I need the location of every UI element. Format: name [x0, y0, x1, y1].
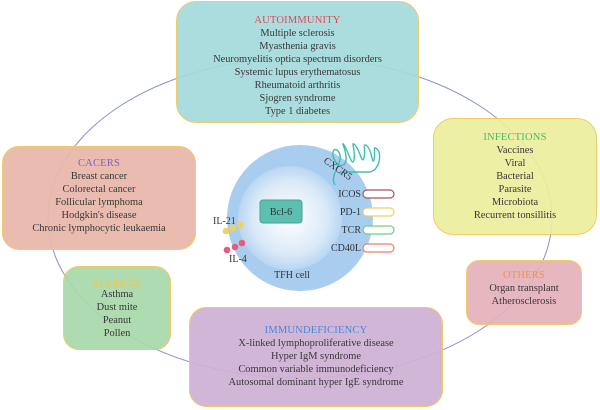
list-item: Hodgkin's disease — [61, 210, 137, 221]
il21-dot — [222, 227, 230, 235]
tcr-receptor-icon — [362, 225, 395, 235]
list-item: Atherosclerosis — [491, 296, 557, 307]
cd40l-label: CD40L — [331, 243, 361, 254]
list-item: Colorectal cancer — [62, 184, 136, 195]
list-item: Follicular lymphoma — [55, 197, 143, 208]
list-item: Rheumatoid arthritis — [254, 80, 341, 91]
list-item: Asthma — [100, 289, 134, 300]
list-item: Neuromyelitis optica spectrum disorders — [213, 54, 382, 65]
pd1-label: PD-1 — [340, 207, 361, 218]
list-item: Bacterial — [496, 171, 534, 182]
bcl6-box — [259, 199, 303, 224]
il4-dot — [223, 246, 231, 254]
cell-name-label: TFH cell — [274, 270, 310, 281]
list-item: Parasite — [498, 184, 532, 195]
cd40l-receptor-icon — [362, 243, 395, 253]
il4-label: IL-4 — [229, 254, 247, 265]
il21-dot — [229, 224, 237, 232]
pd1-receptor-icon — [362, 207, 395, 217]
cancers-title: CACERS — [77, 158, 121, 169]
list-item: Autosomal dominant hyper IgE syndrome — [228, 377, 404, 388]
others-title: OTHERS — [502, 270, 546, 281]
il4-dot — [238, 239, 246, 247]
immunodeficiency-box: IMMUNDEFICIENCY X-linked lymphoprolifera… — [189, 307, 443, 407]
il21-dot — [236, 221, 244, 229]
list-item: Pollen — [103, 328, 131, 339]
list-item: Viral — [504, 158, 526, 169]
list-item: Breast cancer — [70, 171, 128, 182]
list-item: Vaccines — [496, 145, 534, 156]
list-item: Hyper IgM syndrome — [270, 351, 362, 362]
list-item: Peanut — [102, 315, 132, 326]
icos-receptor-icon — [362, 189, 395, 199]
list-item: Type 1 diabetes — [264, 106, 331, 117]
list-item: Recurrent tonsillitis — [473, 210, 557, 221]
tcr-label: TCR — [342, 225, 362, 236]
list-item: Multiple sclerosis — [260, 28, 335, 39]
allergy-title: ALLERGY — [91, 279, 143, 290]
list-item: Common variable immunodeficiency — [238, 364, 394, 375]
il4-dot — [231, 243, 239, 251]
il21-label: IL-21 — [213, 216, 236, 227]
list-item: Sjogren syndrome — [259, 93, 336, 104]
list-item: Microbiota — [491, 197, 539, 208]
list-item: Dust mite — [96, 302, 138, 313]
list-item: Systemic lupus erythematosus — [234, 67, 361, 78]
autoimmunity-title: AUTOIMMUNITY — [254, 15, 341, 26]
cxcr5-receptor-icon — [332, 143, 381, 186]
list-item: X-linked lymphoproliferative disease — [238, 338, 394, 349]
icos-label: ICOS — [338, 189, 361, 200]
list-item: Chronic lymphocytic leukaemia — [32, 223, 166, 234]
infections-title: INFECTIONS — [483, 132, 547, 143]
immunodeficiency-title: IMMUNDEFICIENCY — [264, 325, 368, 336]
list-item: Organ transplant — [489, 283, 559, 294]
bcl6-label: Bcl-6 — [270, 207, 292, 218]
list-item: Myasthenia gravis — [259, 41, 336, 52]
